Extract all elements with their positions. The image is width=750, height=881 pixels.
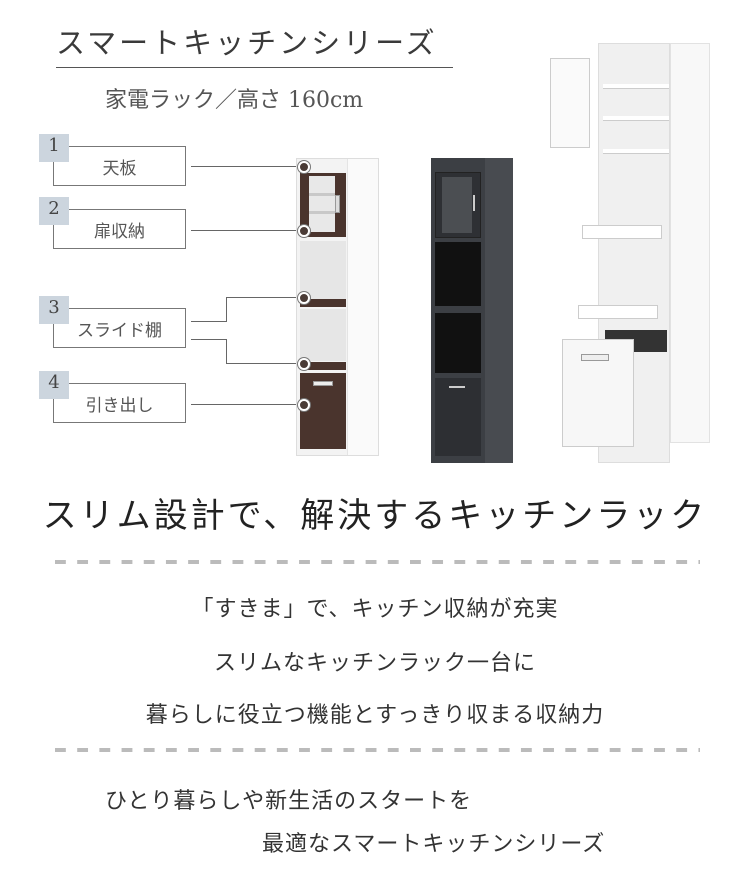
callout-dot: [298, 161, 310, 173]
drawer-handle-icon: [313, 381, 333, 386]
feature-label-text: 天板: [102, 158, 137, 179]
dashed-divider: [55, 748, 700, 752]
drawer: [435, 378, 481, 456]
door-handle-icon: [335, 195, 340, 213]
feature-number-badge: 1: [39, 134, 69, 162]
feature-label-text: 扉収納: [94, 221, 145, 242]
open-door: [550, 58, 590, 148]
series-title: スマートキッチンシリーズ: [56, 26, 438, 60]
slide-shelf-extended: [582, 225, 662, 239]
callout-dot: [298, 399, 310, 411]
footer-line-2: 最適なスマートキッチンシリーズ: [262, 832, 606, 857]
feature-label-text: 引き出し: [85, 395, 154, 416]
leader-line: [226, 297, 303, 298]
headline: スリム設計で、解決するキッチンラック: [42, 496, 708, 536]
title-divider: [56, 67, 453, 68]
body-line-2: スリムなキッチンラック一台に: [213, 651, 536, 676]
leader-line: [191, 404, 303, 405]
slide-shelf: [300, 299, 346, 307]
drawer-handle-icon: [581, 354, 609, 361]
body-line-3: 暮らしに役立つ機能とすっきり収まる収納力: [145, 703, 605, 728]
dashed-divider: [55, 560, 700, 564]
leader-line: [226, 297, 227, 322]
callout-dot: [298, 358, 310, 370]
feature-label-top-board: 天板: [53, 146, 186, 186]
feature-number-badge: 2: [39, 197, 69, 225]
feature-label-text: スライド棚: [77, 320, 162, 341]
drawer-open: [562, 339, 634, 447]
product-subtitle: 家電ラック／高さ 160cm: [105, 88, 364, 113]
callout-dot: [298, 225, 310, 237]
glass-door: [435, 172, 481, 238]
leader-line: [191, 321, 226, 322]
slide-shelf: [300, 362, 346, 370]
leader-line: [191, 230, 303, 231]
feature-label-drawer: 引き出し: [53, 383, 186, 423]
callout-dot: [298, 292, 310, 304]
leader-line: [226, 339, 227, 364]
footer-line-1: ひとり暮らしや新生活のスタートを: [105, 789, 473, 814]
drawer-handle-icon: [449, 386, 465, 388]
leader-line: [226, 363, 303, 364]
feature-number-badge: 4: [39, 371, 69, 399]
leader-line: [191, 339, 226, 340]
leader-line: [191, 166, 303, 167]
white-brown-cabinet-image: [296, 158, 379, 456]
body-line-1: 「すきま」で、キッチン収納が充実: [191, 597, 559, 622]
drawer: [300, 373, 346, 449]
white-open-cabinet-image: [550, 43, 710, 463]
feature-label-slide-shelf: スライド棚: [53, 308, 186, 348]
slide-shelf-extended: [578, 305, 658, 319]
feature-number-badge: 3: [39, 296, 69, 324]
door-handle-icon: [473, 195, 475, 211]
dark-gray-cabinet-image: [431, 158, 513, 463]
feature-label-door-storage: 扉収納: [53, 209, 186, 249]
